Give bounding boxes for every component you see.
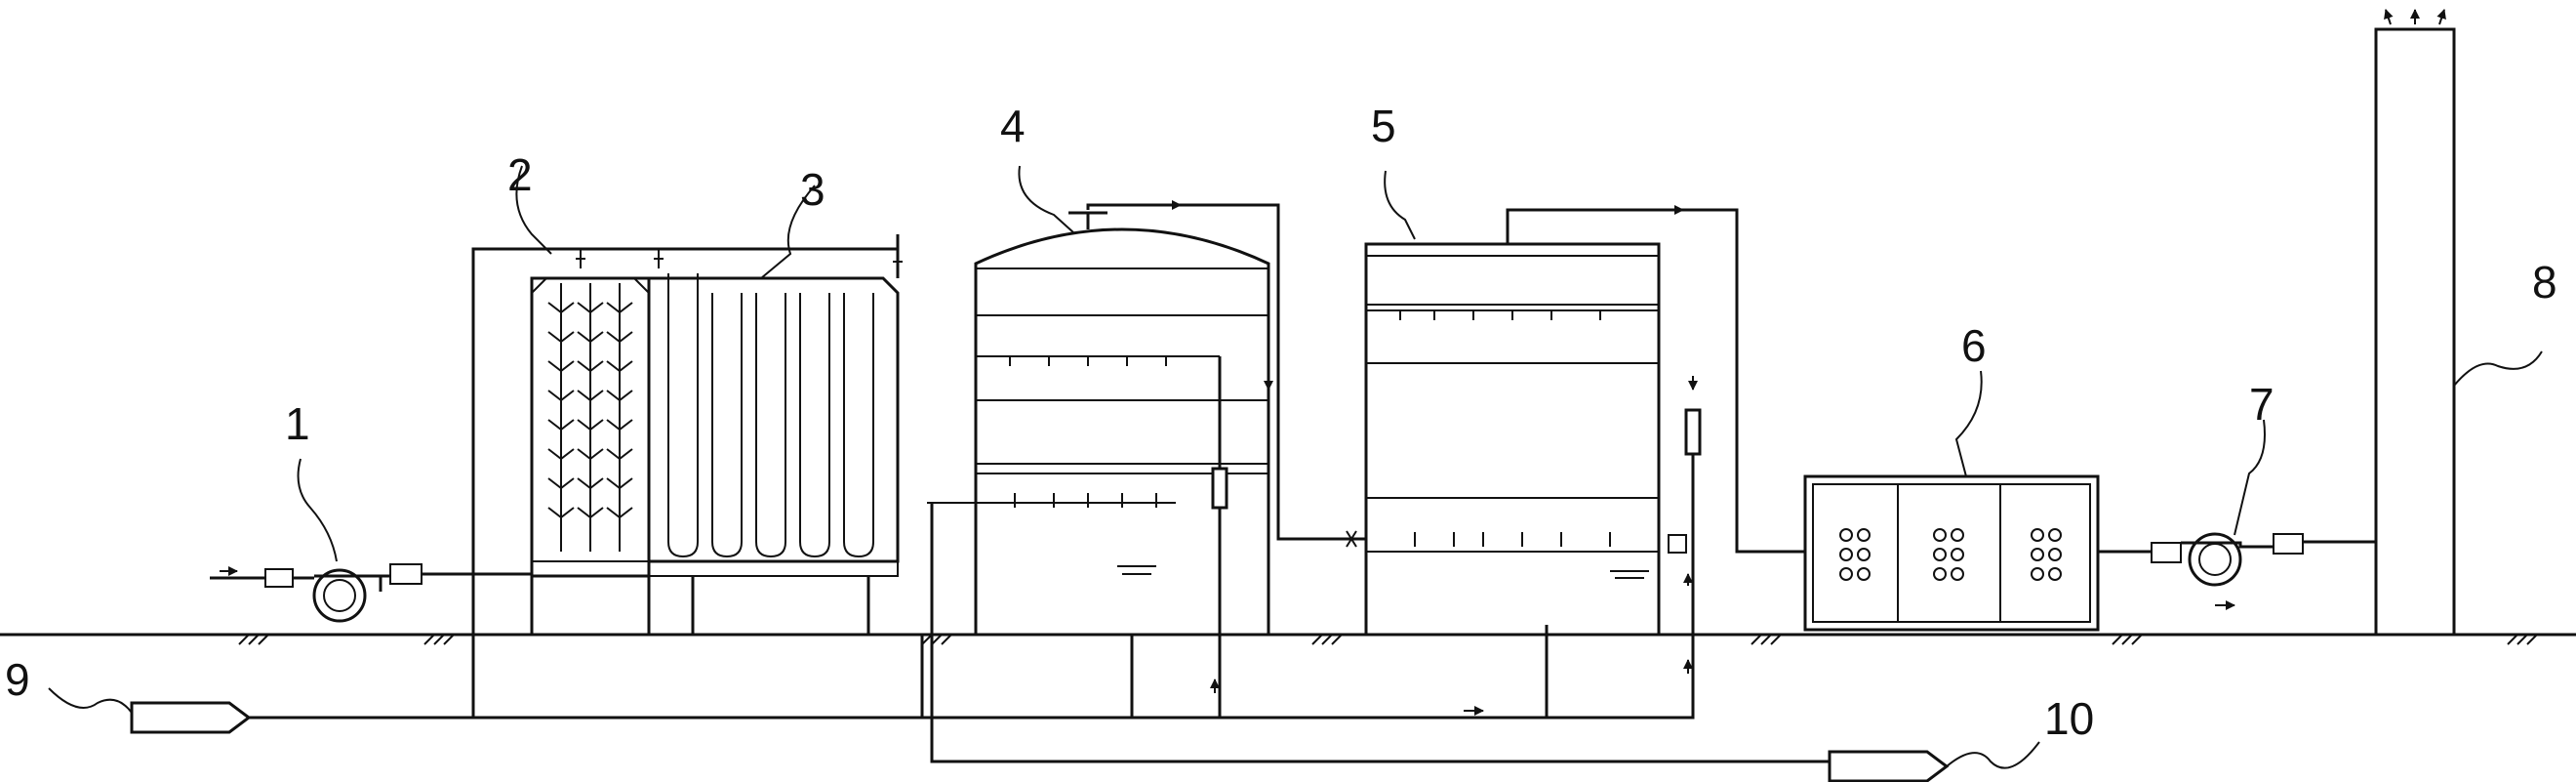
label-7: 7	[2249, 379, 2274, 430]
unit-labels: 1 2 3 4 5 6 7 8 9 10	[5, 101, 2557, 744]
unit-2-precipitator	[530, 276, 651, 635]
unit-6-box	[1803, 474, 2100, 632]
fan-7	[2098, 532, 2376, 610]
label-9: 9	[5, 654, 30, 705]
label-1: 1	[285, 398, 310, 449]
label-10: 10	[2044, 693, 2094, 744]
unit-3-tank	[648, 234, 903, 635]
unit-10-tank	[1828, 750, 1950, 782]
label-8: 8	[2532, 257, 2557, 308]
fan-1	[210, 563, 532, 623]
pipe-top-1	[471, 247, 898, 574]
label-4: 4	[1000, 101, 1026, 151]
ground-line	[0, 633, 2576, 645]
unit-9-tank	[130, 701, 252, 734]
label-2: 2	[507, 149, 533, 200]
unit-4-scrubber	[927, 211, 1270, 718]
label-5: 5	[1371, 101, 1396, 151]
label-3: 3	[800, 164, 825, 215]
pipe-4-to-5	[1086, 200, 1366, 548]
label-6: 6	[1961, 320, 1987, 371]
underground-pipes	[249, 503, 1830, 763]
leader-lines	[48, 165, 2543, 769]
unit-5-scrubber	[1364, 205, 1805, 718]
unit-8-chimney	[2374, 9, 2456, 637]
